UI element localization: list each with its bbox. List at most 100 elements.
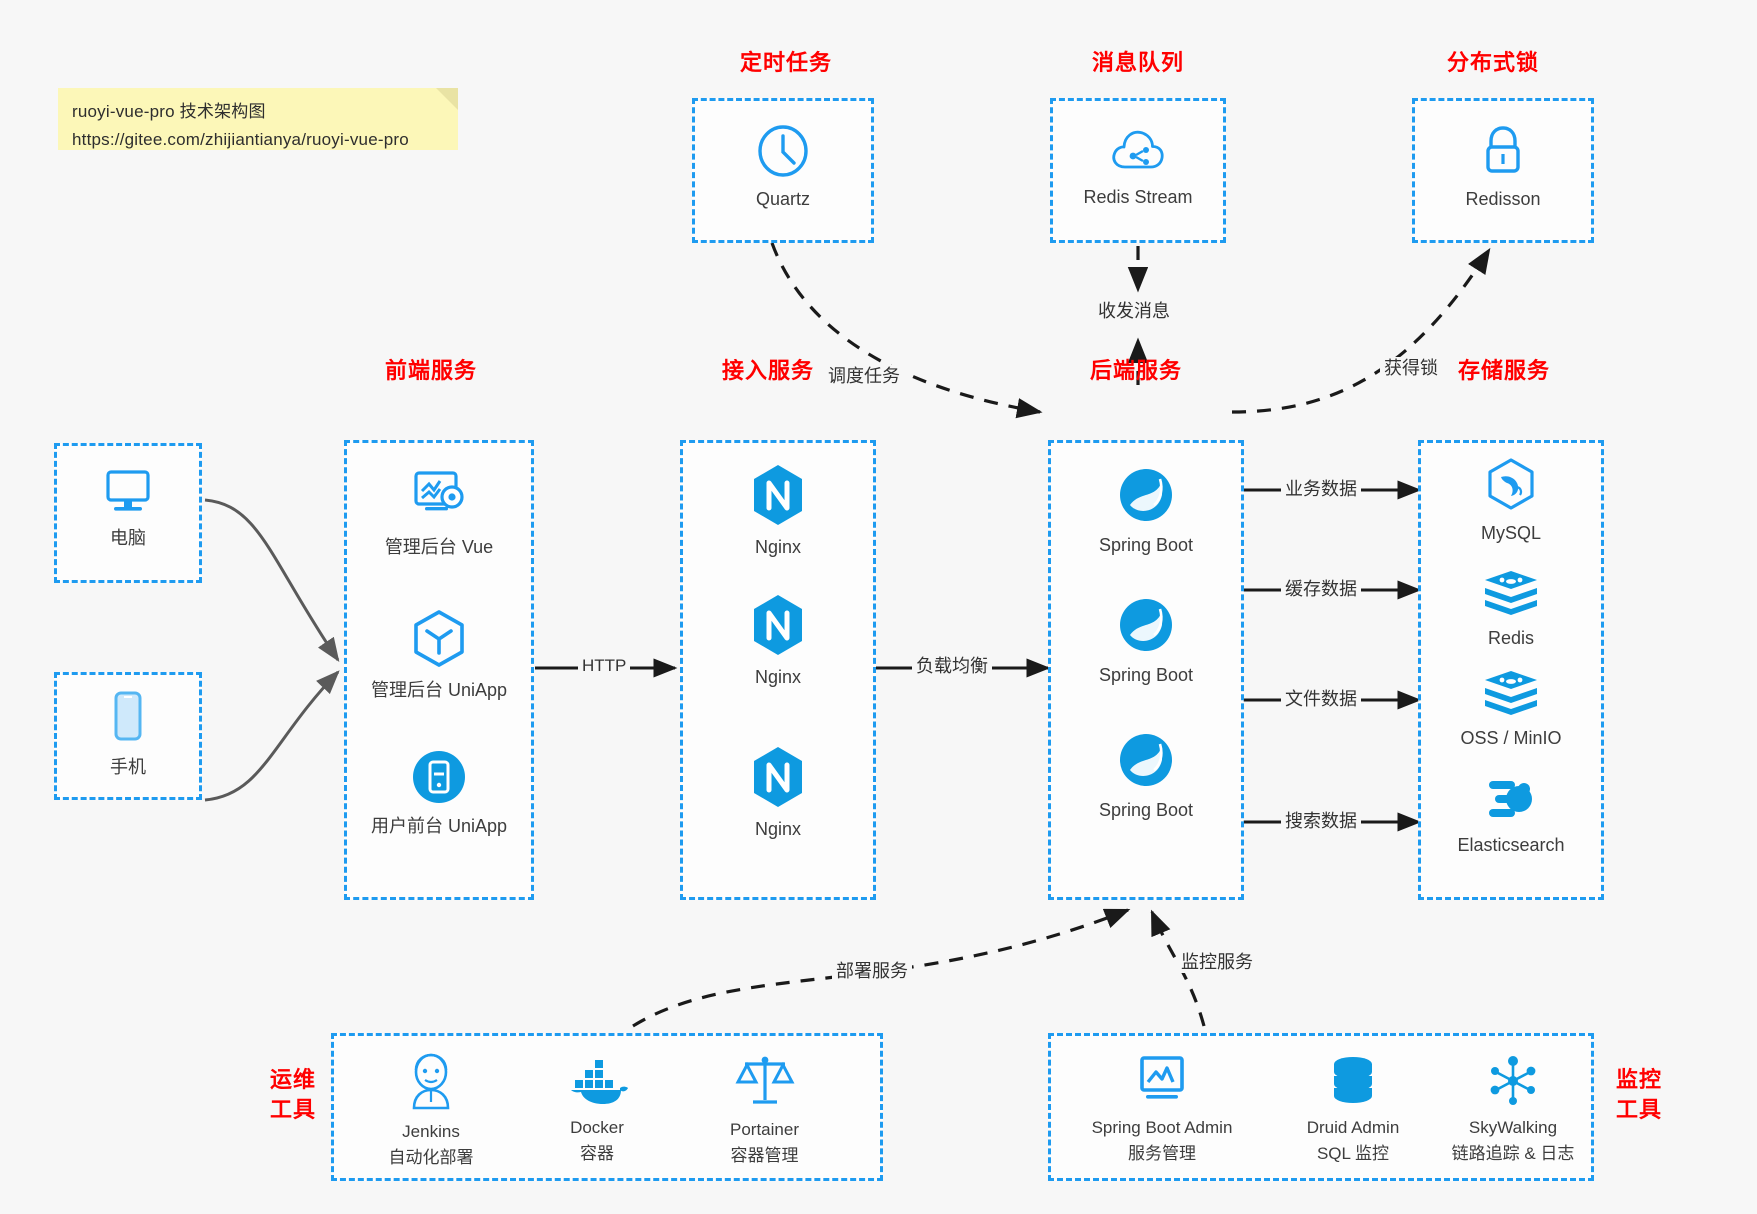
- cloud-stream-icon: [1112, 130, 1164, 169]
- node-nginx-1[interactable]: Nginx: [683, 463, 873, 560]
- node-desc: 服务管理: [1128, 1144, 1196, 1163]
- elasticsearch-icon: [1489, 781, 1532, 817]
- node-admin-uniapp[interactable]: 管理后台 UniApp: [347, 608, 531, 703]
- spring-boot-icon: [1120, 734, 1172, 786]
- scales-icon: [735, 1056, 794, 1104]
- node-mobile[interactable]: 手机: [57, 689, 199, 780]
- edge-label-load-balance: 负载均衡: [912, 655, 992, 677]
- database-icon: [1334, 1057, 1372, 1103]
- node-name: Jenkins: [402, 1122, 460, 1141]
- group-title-storage: 存储服务: [1458, 358, 1551, 383]
- node-label: 用户前台 UniApp: [370, 816, 508, 836]
- group-title-monitoring: 监控 工具: [1604, 1065, 1674, 1125]
- node-label: Redisson: [1465, 189, 1541, 209]
- node-desc: 自动化部署: [388, 1148, 474, 1167]
- node-label: MySQL: [1480, 523, 1541, 543]
- node-label: 管理后台 UniApp: [370, 680, 508, 700]
- node-name: Druid Admin: [1306, 1118, 1400, 1137]
- group-title-message-queue: 消息队列: [1092, 50, 1185, 75]
- node-label: Nginx: [754, 819, 802, 839]
- node-label: Spring Boot: [1098, 535, 1194, 555]
- node-label: 管理后台 Vue: [384, 537, 494, 557]
- group-title-devops-line1: 运维: [269, 1067, 316, 1092]
- node-spring-boot-2[interactable]: Spring Boot: [1051, 595, 1241, 688]
- node-redis[interactable]: Redis: [1421, 568, 1601, 651]
- node-spring-boot-1[interactable]: Spring Boot: [1051, 465, 1241, 558]
- jenkins-butler-icon: [412, 1053, 450, 1110]
- group-title-backend: 后端服务: [1090, 358, 1183, 383]
- edge-label-business-data: 业务数据: [1281, 478, 1361, 500]
- clock-icon: [758, 125, 808, 177]
- edge-label-message: 收发消息: [1094, 300, 1174, 322]
- group-box-message-queue[interactable]: Redis Stream: [1050, 98, 1226, 243]
- node-desc: 容器: [580, 1144, 614, 1163]
- node-label: Redis: [1487, 628, 1535, 648]
- node-desc: SQL 监控: [1316, 1144, 1390, 1163]
- mysql-dolphin-icon: [1488, 458, 1534, 510]
- node-name: Portainer: [730, 1120, 799, 1139]
- node-label: Quartz: [755, 189, 811, 209]
- node-oss-minio[interactable]: OSS / MinIO: [1421, 668, 1601, 751]
- edge-label-schedule-task: 调度任务: [824, 365, 904, 387]
- edge-label-acquire-lock: 获得锁: [1380, 357, 1442, 379]
- node-user-uniapp[interactable]: 用户前台 UniApp: [347, 748, 531, 839]
- node-name: Spring Boot Admin: [1091, 1118, 1233, 1137]
- node-nginx-3[interactable]: Nginx: [683, 745, 873, 842]
- desktop-icon: [106, 470, 150, 511]
- node-spring-boot-admin[interactable]: Spring Boot Admin 服务管理: [1057, 1052, 1267, 1167]
- group-title-distributed-lock: 分布式锁: [1447, 50, 1540, 75]
- group-title-scheduled-task: 定时任务: [740, 50, 833, 75]
- cube-icon: [414, 610, 464, 667]
- group-box-monitoring[interactable]: Spring Boot Admin 服务管理 Druid Admin SQL 监…: [1048, 1033, 1594, 1181]
- group-title-devops-line2: 工具: [269, 1097, 316, 1122]
- node-druid-admin[interactable]: Druid Admin SQL 监控: [1273, 1054, 1433, 1167]
- group-box-client-mobile[interactable]: 手机: [54, 672, 202, 800]
- node-name: Docker: [570, 1118, 624, 1137]
- monitor-chart-icon: [1140, 1056, 1184, 1099]
- node-quartz[interactable]: Quartz: [695, 123, 871, 212]
- node-nginx-2[interactable]: Nginx: [683, 593, 873, 690]
- note-line-url: https://gitee.com/zhijiantianya/ruoyi-vu…: [72, 130, 409, 149]
- node-label: 电脑: [110, 528, 146, 548]
- edge-label-file-data: 文件数据: [1281, 688, 1361, 710]
- node-label: OSS / MinIO: [1460, 728, 1562, 748]
- node-spring-boot-3[interactable]: Spring Boot: [1051, 730, 1241, 823]
- node-docker[interactable]: Docker 容器: [522, 1058, 672, 1167]
- dashboard-gear-icon: [414, 471, 464, 511]
- note-fold-icon: [436, 88, 458, 110]
- node-name: SkyWalking: [1468, 1118, 1558, 1137]
- node-redis-stream[interactable]: Redis Stream: [1053, 123, 1223, 210]
- group-box-storage[interactable]: MySQL Redis OSS / MinIO: [1418, 440, 1604, 900]
- mobile-icon: [114, 691, 142, 741]
- group-box-scheduled-task[interactable]: Quartz: [692, 98, 874, 243]
- app-circle-icon: [413, 751, 465, 803]
- edge-label-deploy-service: 部署服务: [832, 960, 912, 982]
- skywalking-nodes-icon: [1490, 1056, 1536, 1105]
- group-title-gateway: 接入服务: [722, 358, 815, 383]
- group-box-backend[interactable]: Spring Boot Spring Boot Spring Boot: [1048, 440, 1244, 900]
- redis-stack-icon: [1485, 571, 1537, 615]
- node-jenkins[interactable]: Jenkins 自动化部署: [356, 1052, 506, 1171]
- edge-label-cache-data: 缓存数据: [1281, 578, 1361, 600]
- lock-icon: [1486, 126, 1520, 173]
- node-label: Elasticsearch: [1457, 835, 1565, 855]
- node-redisson[interactable]: Redisson: [1415, 123, 1591, 212]
- docker-whale-icon: [569, 1060, 628, 1104]
- node-desc: 链路追踪 & 日志: [1451, 1144, 1575, 1163]
- node-portainer[interactable]: Portainer 容器管理: [682, 1052, 847, 1169]
- group-box-distributed-lock[interactable]: Redisson: [1412, 98, 1594, 243]
- node-label: Nginx: [754, 667, 802, 687]
- group-box-gateway[interactable]: Nginx Nginx Nginx: [680, 440, 876, 900]
- group-title-devops: 运维 工具: [258, 1065, 328, 1125]
- group-title-monitoring-line2: 工具: [1615, 1097, 1662, 1122]
- group-box-frontend[interactable]: 管理后台 Vue 管理后台 UniApp 用户前台 UniApp: [344, 440, 534, 900]
- node-skywalking[interactable]: SkyWalking 链路追踪 & 日志: [1423, 1054, 1603, 1167]
- node-admin-vue[interactable]: 管理后台 Vue: [347, 465, 531, 560]
- node-elasticsearch[interactable]: Elasticsearch: [1421, 773, 1601, 858]
- node-desktop[interactable]: 电脑: [57, 466, 199, 551]
- spring-boot-icon: [1120, 599, 1172, 651]
- group-box-devops[interactable]: Jenkins 自动化部署 Docker 容器: [331, 1033, 883, 1181]
- node-mysql[interactable]: MySQL: [1421, 457, 1601, 546]
- group-box-client-desktop[interactable]: 电脑: [54, 443, 202, 583]
- redis-stack-icon: [1485, 671, 1537, 715]
